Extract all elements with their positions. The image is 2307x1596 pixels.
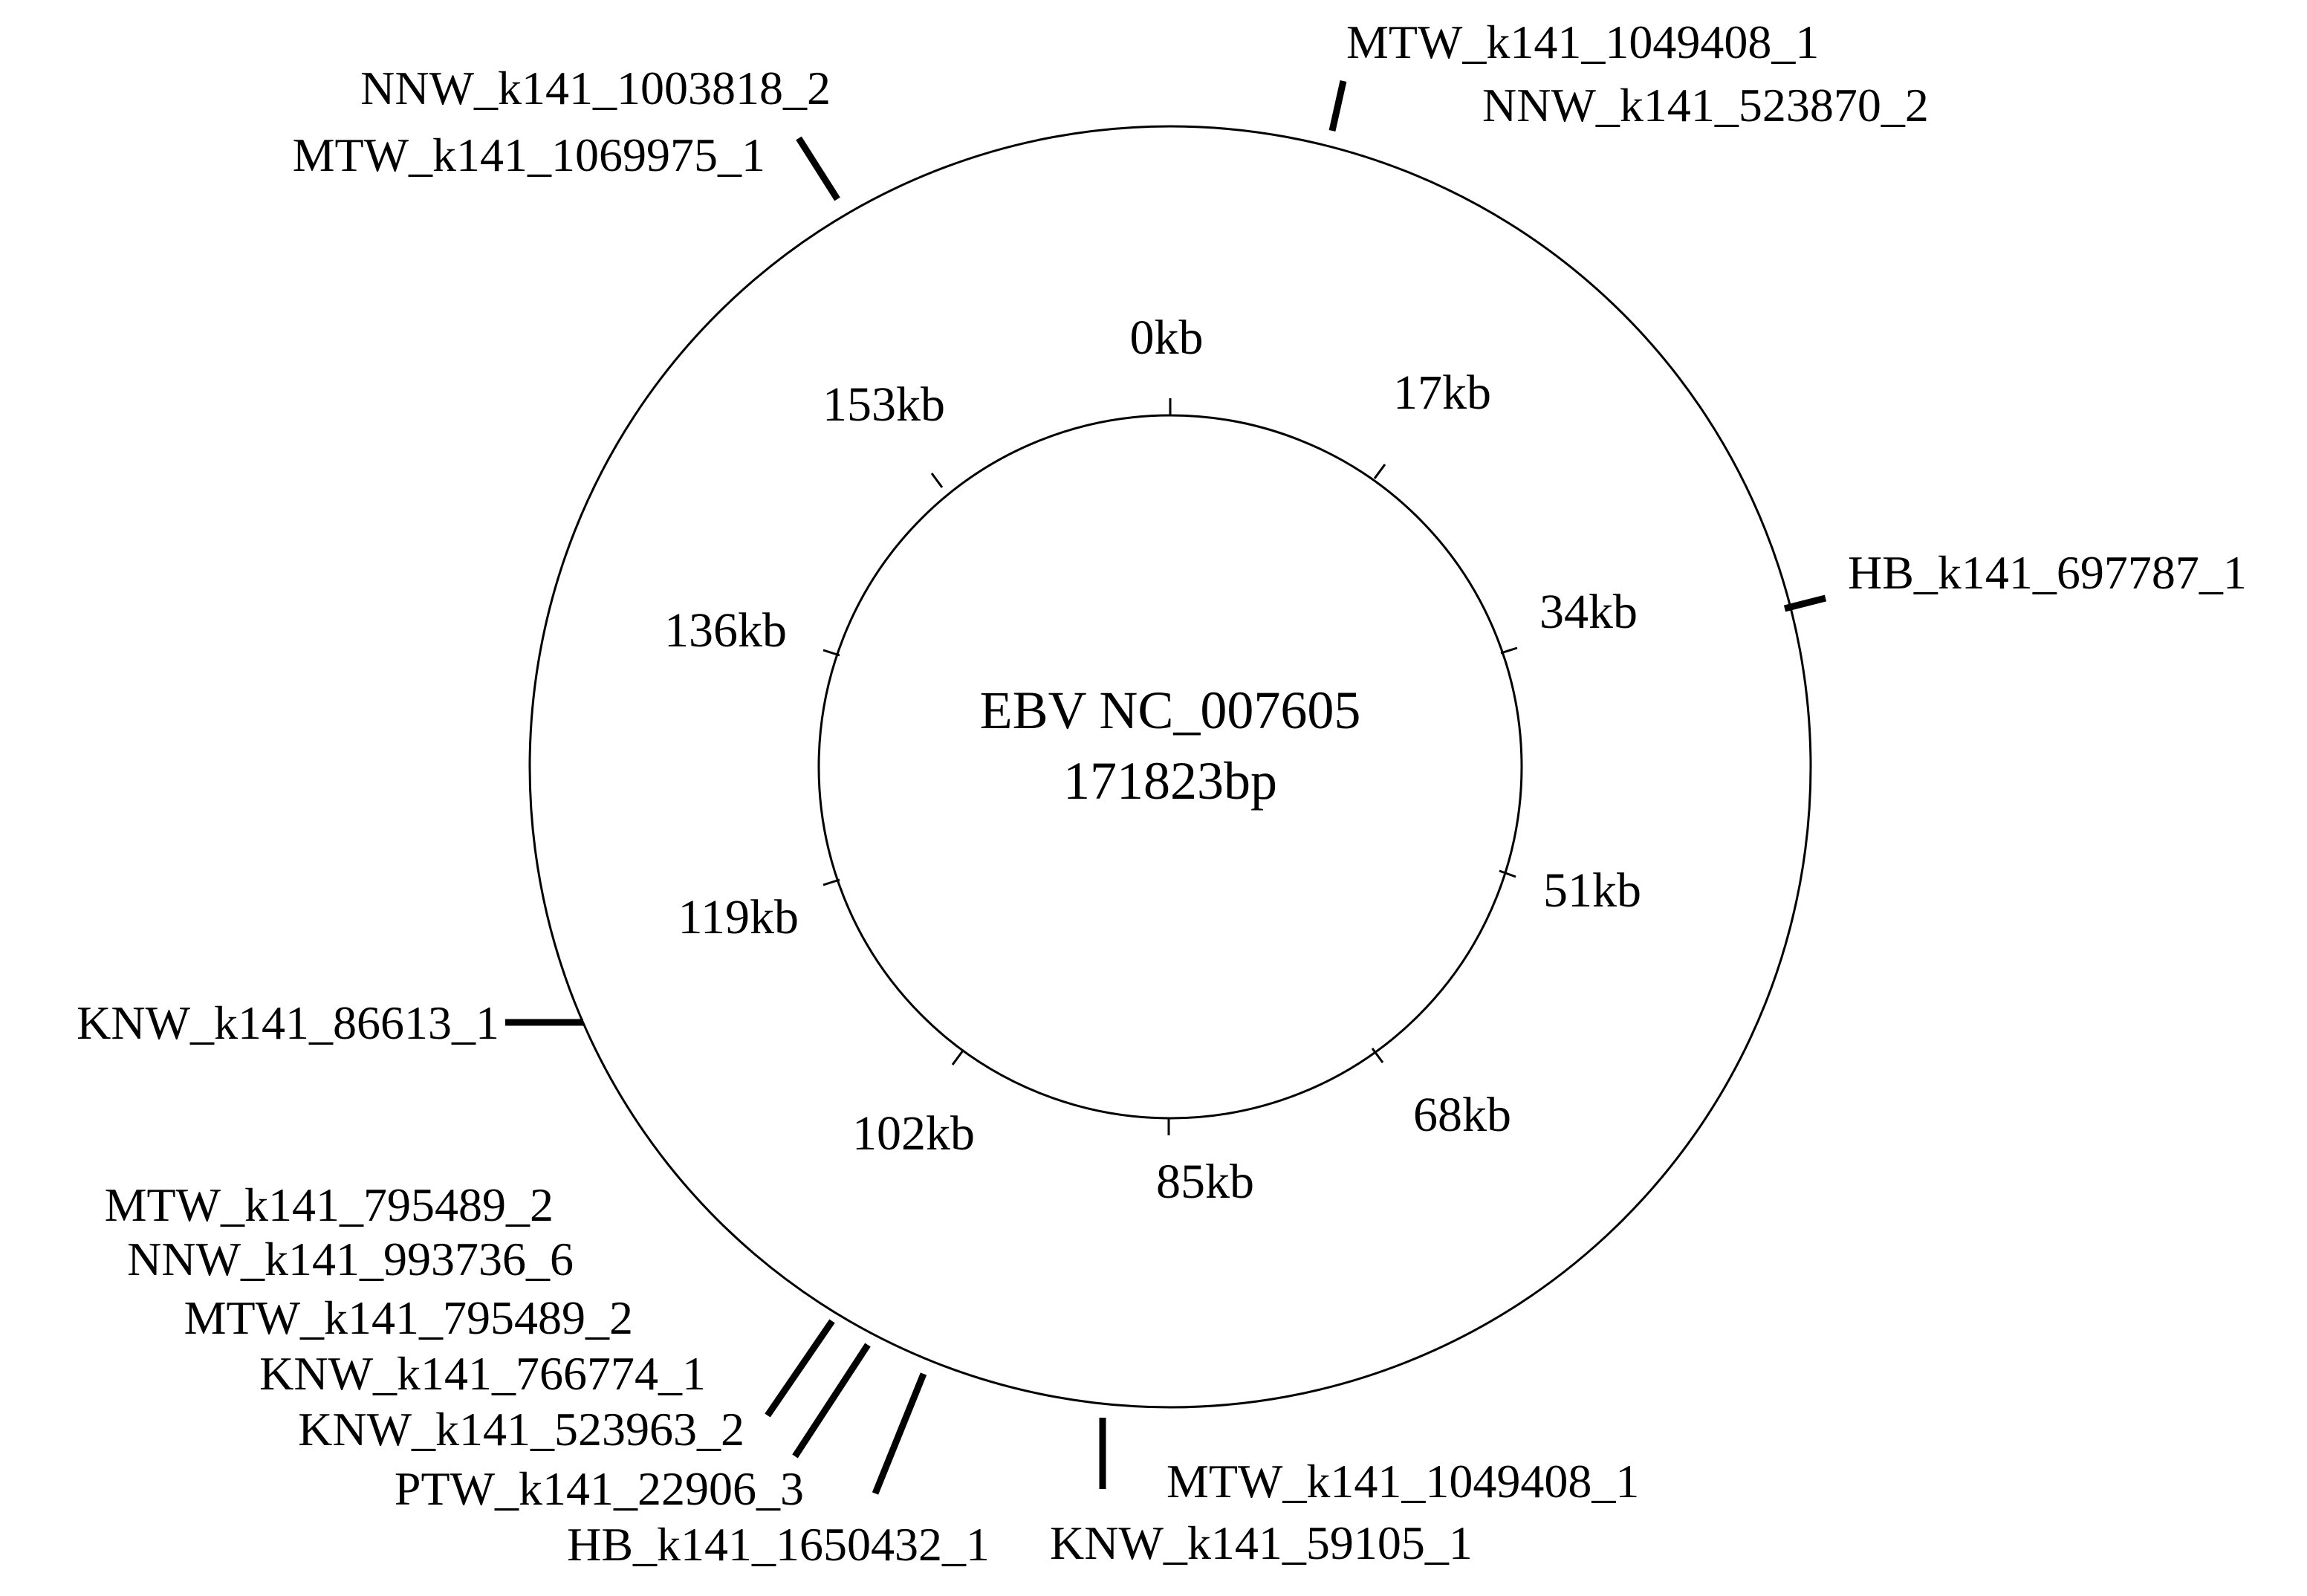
contig-label: HB_k141_1650432_1 xyxy=(567,1518,990,1571)
tick-label: 136kb xyxy=(664,603,787,658)
contig-marker-right xyxy=(1783,594,1827,612)
contig-label: KNW_k141_523963_2 xyxy=(298,1403,744,1456)
contig-label: NNW_k141_523870_2 xyxy=(1482,79,1929,132)
contig-label: MTW_k141_795489_2 xyxy=(105,1178,554,1231)
contig-marker-bottom-1 xyxy=(765,1319,835,1418)
tick-label: 34kb xyxy=(1539,585,1638,639)
contig-label: NNW_k141_1003818_2 xyxy=(360,62,831,114)
contig-label: KNW_k141_59105_1 xyxy=(1050,1516,1473,1569)
genome-length: 171823bp xyxy=(1063,751,1277,811)
contig-label: MTW_k141_1049408_1 xyxy=(1346,16,1819,68)
genome-name: EBV NC_007605 xyxy=(980,681,1361,740)
tick-label: 17kb xyxy=(1393,366,1491,420)
tick-label: 119kb xyxy=(678,890,799,944)
contig-marker-bottom-3 xyxy=(872,1372,927,1495)
tick-153kb xyxy=(930,473,944,488)
contig-labels: MTW_k141_1049408_1 NNW_k141_523870_2 NNW… xyxy=(77,16,2247,1571)
contig-marker-top-left xyxy=(796,136,840,201)
scale-ticks xyxy=(822,398,1518,1135)
tick-51kb xyxy=(1499,869,1516,878)
tick-label: 68kb xyxy=(1413,1088,1511,1142)
contig-marker-bottom-2 xyxy=(792,1343,871,1459)
tick-119kb xyxy=(822,878,840,886)
contig-label: MTW_k141_1069975_1 xyxy=(293,129,765,181)
tick-label: 0kb xyxy=(1130,311,1204,365)
tick-102kb xyxy=(951,1050,964,1065)
tick-68kb xyxy=(1371,1048,1384,1063)
tick-17kb xyxy=(1373,464,1386,479)
tick-label: 102kb xyxy=(852,1106,975,1161)
contig-label: KNW_k141_766774_1 xyxy=(259,1347,706,1400)
contig-label: PTW_k141_22906_3 xyxy=(395,1462,804,1515)
contig-marker-top-right xyxy=(1328,80,1347,132)
contig-label: HB_k141_697787_1 xyxy=(1848,546,2247,599)
tick-136kb xyxy=(822,649,840,657)
tick-label: 153kb xyxy=(822,377,945,432)
tick-label: 51kb xyxy=(1543,863,1641,918)
contig-label: KNW_k141_86613_1 xyxy=(77,996,499,1049)
contig-markers xyxy=(505,80,1827,1495)
contig-label: MTW_k141_1049408_1 xyxy=(1167,1455,1639,1508)
outer-ring xyxy=(528,125,1812,1409)
tick-34kb xyxy=(1500,646,1518,655)
tick-label: 85kb xyxy=(1156,1155,1254,1209)
contig-label: MTW_k141_795489_2 xyxy=(184,1291,633,1344)
scale-labels: 0kb 17kb 34kb 51kb 68kb 85kb 102kb 119kb… xyxy=(664,311,1641,1209)
contig-label: NNW_k141_993736_6 xyxy=(127,1233,574,1285)
